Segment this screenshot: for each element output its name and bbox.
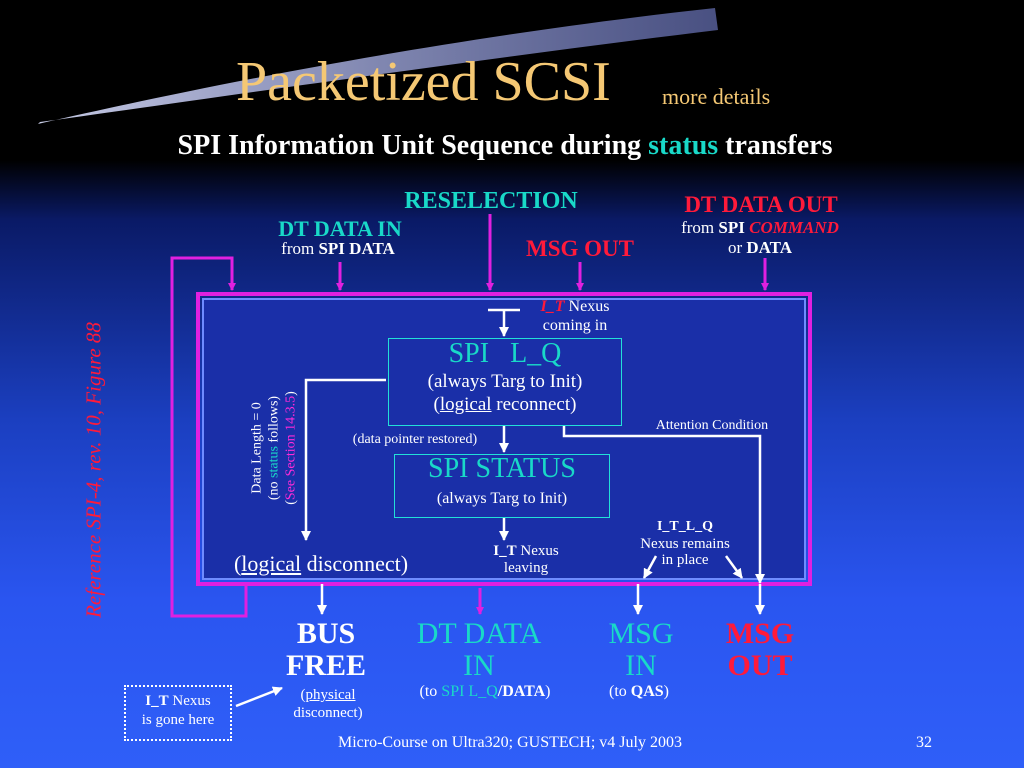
it-text: I_T (145, 693, 169, 709)
or-text: or (727, 238, 747, 257)
to-text: (to (608, 683, 631, 700)
logical-text: logical (439, 394, 492, 415)
paren-open: ( (300, 687, 306, 703)
spi-lq-title: SPI L_Q (448, 338, 562, 369)
it-leaving-label: I_T Nexus (476, 543, 576, 560)
data-pointer-label: (data pointer restored) (352, 432, 478, 447)
paren-close: ) (545, 683, 551, 700)
subtitle-prefix: SPI Information Unit Sequence during (177, 130, 649, 161)
paren-close: ) (663, 683, 669, 700)
in-place-label: in place (661, 552, 709, 568)
dt-data-text: DT DATA (416, 617, 542, 650)
reconnect-text: reconnect) (491, 394, 577, 415)
spi-lq-line1: (always Targ to Init) (427, 371, 583, 392)
side-reference: Reference SPI-4, rev. 10, Figure 88 (81, 322, 106, 618)
nexus-text: Nexus (516, 543, 559, 559)
it-nexus-coming-label: I_T Nexus (520, 298, 630, 316)
no-text: (no (266, 477, 282, 501)
gone-here-text: is gone here (141, 712, 215, 728)
nexus-remains-label: Nexus remains (640, 536, 730, 552)
page-title: Packetized SCSI (236, 51, 611, 113)
spi-data-text: SPI DATA (318, 239, 395, 258)
it-text: I_T (493, 543, 517, 559)
qas-text: QAS (630, 683, 664, 700)
msg-text: MSG (725, 617, 795, 650)
data-length-line: Data Length = 0 (249, 402, 265, 494)
data-text: DATA (746, 238, 793, 257)
status-text: status (266, 446, 282, 478)
footer-page-number: 32 (916, 734, 932, 751)
msg-text: MSG (608, 617, 674, 650)
coming-in-label: coming in (542, 317, 608, 334)
nexus-text: Nexus (564, 298, 610, 315)
see-section-line: (See Section 14.3.5) (283, 391, 300, 505)
spi-lq-line2: (logical reconnect) (388, 394, 622, 416)
no-status-line: (no status follows) (266, 391, 283, 505)
footer-course: Micro-Course on Ultra320; GUSTECH; v4 Ju… (338, 734, 682, 751)
from-text: from (681, 218, 719, 237)
out-text: OUT (727, 649, 793, 682)
to-text: (to (419, 683, 442, 700)
nexus-gone-box (124, 685, 232, 741)
paren-open: ( (433, 394, 440, 415)
see-section-text: See Section 14.3.5 (283, 395, 299, 501)
spi-status-title: SPI STATUS (428, 453, 576, 484)
data-text: /DATA (497, 683, 546, 700)
page-title-suffix: more details (662, 84, 771, 109)
data-length-note: Data Length = 0 (no status follows) (See… (249, 391, 300, 505)
to-spi-lq-label: (to SPI L_Q/DATA) (390, 683, 580, 701)
spi-lq-box (388, 338, 622, 426)
label-dt-data-out-from: from SPI COMMAND (640, 218, 880, 238)
logical-text: logical (241, 551, 302, 576)
from-text: from (281, 239, 319, 258)
subtitle-suffix: transfers (718, 130, 833, 161)
disconnect-text: disconnect) (293, 705, 363, 721)
it-text: I_T (540, 298, 565, 315)
page-subtitle: SPI Information Unit Sequence during sta… (0, 130, 1010, 162)
physical-text: physical (305, 687, 356, 703)
spi-status-line1: (always Targ to Init) (436, 490, 568, 507)
spi-lq-text: SPI L_Q (441, 683, 498, 700)
itlq-label: I_T_L_Q (656, 519, 713, 534)
command-text: COMMAND (749, 218, 839, 237)
attention-label: Attention Condition (655, 418, 769, 433)
label-dt-data-out-or: or DATA (690, 238, 830, 258)
paren-close: ) (283, 391, 299, 396)
in-text: IN (463, 649, 495, 682)
free-text: FREE (285, 649, 366, 682)
disconnect-text: disconnect) (301, 551, 409, 576)
paren-open: ( (283, 500, 299, 505)
to-qas-label: (to QAS) (594, 683, 684, 701)
nexus-gone-label: I_T Nexus is gone here (124, 692, 232, 730)
physical-disconnect-label: (physical disconnect) (270, 686, 386, 722)
subtitle-highlight: status (648, 130, 719, 161)
label-dt-data-in: DT DATA IN (278, 216, 402, 241)
bus-text: BUS (296, 617, 356, 650)
label-dt-data-in-from: from SPI DATA (250, 239, 426, 259)
label-msg-out-top: MSG OUT (526, 236, 634, 261)
label-dt-data-out: DT DATA OUT (684, 192, 838, 217)
nexus-text: Nexus (168, 693, 211, 709)
spi-text: SPI (718, 218, 745, 237)
label-reselection: RESELECTION (404, 188, 578, 214)
in-text: IN (625, 649, 657, 682)
logical-disconnect-label: (logical disconnect) (204, 551, 438, 577)
leaving-label: leaving (503, 560, 549, 576)
follows-text: follows) (266, 395, 282, 447)
